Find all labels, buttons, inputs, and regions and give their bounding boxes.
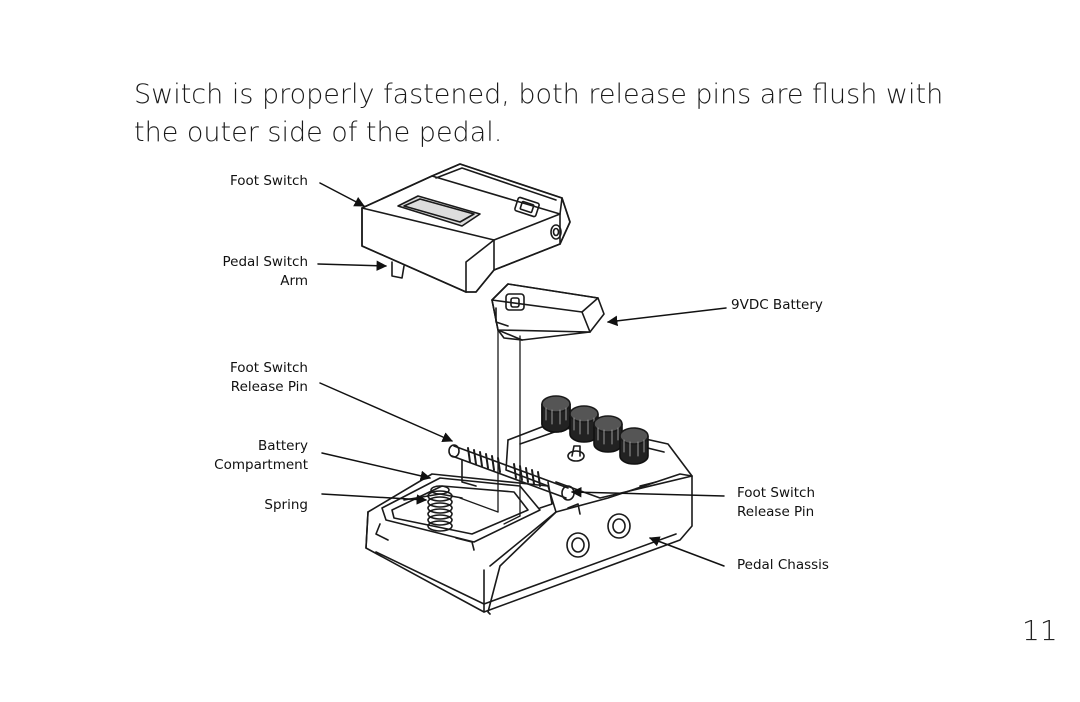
label-release-pin-left-line2: Release Pin: [230, 379, 308, 395]
arrow-foot-switch: [319, 182, 365, 207]
label-release-pin-left: Foot Switch Release Pin: [200, 359, 308, 397]
label-pedal-switch-arm: Pedal Switch Arm: [200, 253, 308, 291]
knob-1: [541, 395, 571, 433]
label-battery-compartment-line2: Compartment: [214, 457, 308, 473]
arrow-battery: [606, 307, 727, 327]
label-battery-compartment-line1: Battery: [258, 438, 308, 454]
label-pedal-chassis-text: Pedal Chassis: [737, 557, 829, 573]
knob-3: [593, 415, 623, 453]
label-spring-text: Spring: [264, 497, 308, 513]
label-pedal-switch-arm-line2: Arm: [280, 273, 308, 289]
label-battery-text: 9VDC Battery: [731, 297, 823, 313]
battery-drawing: [491, 283, 605, 341]
knob-2: [569, 405, 599, 443]
arrow-battery-compartment: [321, 452, 432, 481]
label-release-pin-right-line2: Release Pin: [737, 504, 815, 520]
label-spring: Spring: [200, 496, 308, 515]
hinge-assembly: [448, 444, 575, 509]
label-pedal-chassis: Pedal Chassis: [737, 556, 857, 575]
label-pedal-switch-arm-line1: Pedal Switch: [222, 254, 308, 270]
spring-drawing: [427, 485, 453, 532]
label-release-pin-left-line1: Foot Switch: [229, 360, 308, 376]
label-foot-switch-text: Foot Switch: [229, 173, 308, 189]
arrow-release-pin-right: [570, 487, 725, 498]
label-foot-switch: Foot Switch: [200, 172, 308, 191]
label-battery: 9VDC Battery: [731, 296, 871, 315]
intro-paragraph: Switch is properly fastened, both releas…: [134, 79, 944, 148]
battery-guide-lines: [459, 327, 521, 525]
arrow-spring: [321, 493, 428, 505]
label-release-pin-right: Foot Switch Release Pin: [737, 484, 857, 522]
foot-switch-drawing: [361, 163, 571, 293]
label-battery-compartment: Battery Compartment: [180, 437, 308, 475]
knobs-drawing: [541, 395, 649, 465]
callout-arrows: [317, 182, 727, 567]
arrow-pedal-switch-arm: [317, 260, 388, 271]
arrow-release-pin-left: [319, 382, 453, 443]
knob-4: [619, 427, 649, 465]
arrow-pedal-chassis: [649, 536, 725, 567]
toggle-switch: [567, 445, 585, 462]
label-release-pin-right-line1: Foot Switch: [737, 485, 816, 501]
page-number: 11: [1022, 614, 1058, 647]
